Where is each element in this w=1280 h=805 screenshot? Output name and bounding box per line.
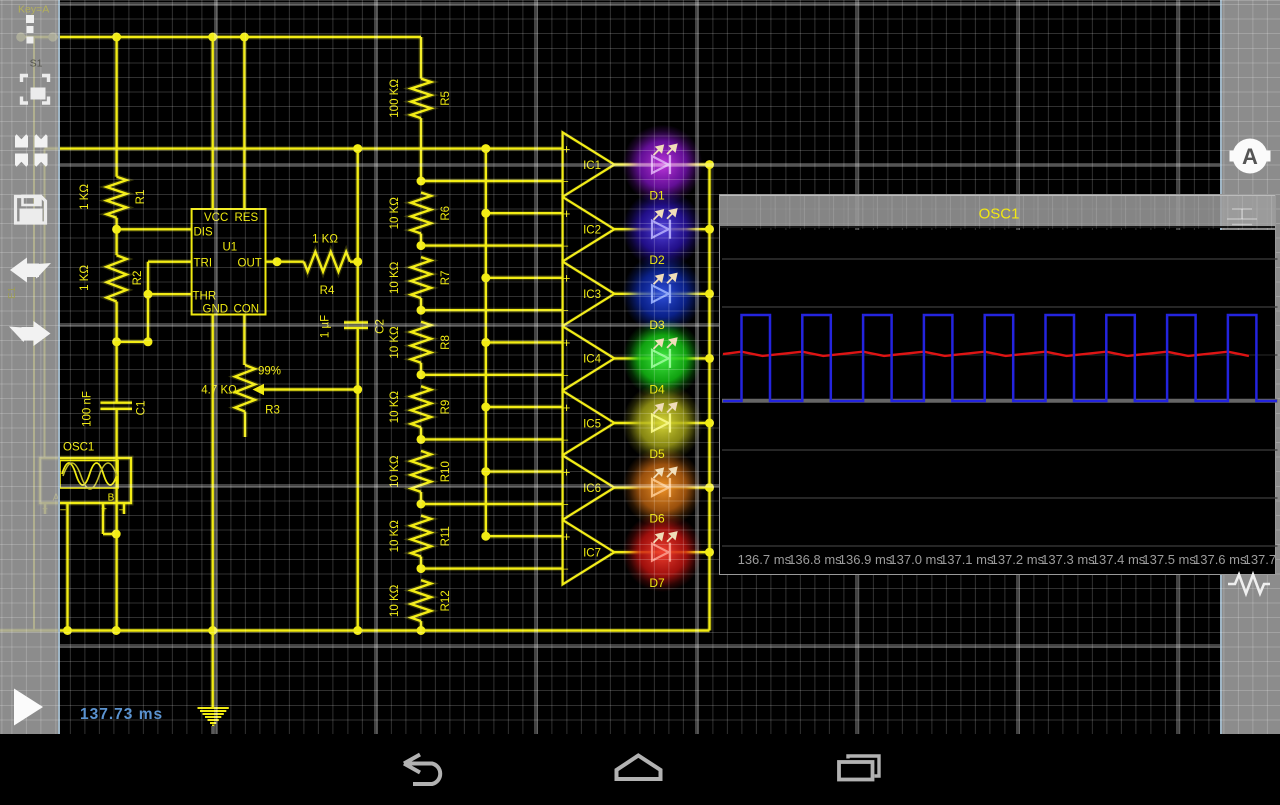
- svg-text:+: +: [101, 505, 107, 516]
- svg-text:137.3 ms: 137.3 ms: [1041, 552, 1095, 567]
- svg-text:IC6: IC6: [583, 483, 601, 495]
- svg-text:IC3: IC3: [583, 289, 601, 301]
- svg-text:R6: R6: [440, 206, 452, 221]
- svg-text:D1: D1: [649, 189, 665, 203]
- svg-text:DIS: DIS: [194, 227, 214, 239]
- svg-text:10 KΩ: 10 KΩ: [389, 455, 401, 488]
- svg-text:+: +: [563, 271, 571, 286]
- svg-text:10 KΩ: 10 KΩ: [389, 261, 401, 294]
- svg-text:U1: U1: [223, 242, 238, 254]
- svg-text:IC5: IC5: [583, 418, 601, 430]
- svg-text:100 KΩ: 100 KΩ: [389, 79, 401, 118]
- svg-text:RES: RES: [235, 212, 259, 224]
- svg-text:IC4: IC4: [583, 354, 602, 366]
- svg-text:IC1: IC1: [583, 160, 601, 172]
- svg-text:S1: S1: [30, 58, 43, 70]
- svg-text:4.7 KΩ: 4.7 KΩ: [201, 385, 237, 397]
- svg-text:R10: R10: [440, 461, 452, 482]
- svg-text:OSC1: OSC1: [979, 205, 1020, 222]
- svg-text:–: –: [60, 505, 66, 516]
- svg-text:137.2 ms: 137.2 ms: [991, 552, 1045, 567]
- svg-text:+: +: [563, 141, 571, 156]
- svg-text:CON: CON: [234, 304, 260, 316]
- svg-text:137.6 ms: 137.6 ms: [1193, 552, 1247, 567]
- svg-text:E1: E1: [7, 286, 18, 299]
- svg-text:TRI: TRI: [194, 257, 213, 269]
- svg-text:1 KΩ: 1 KΩ: [79, 184, 91, 210]
- svg-text:137.4 ms: 137.4 ms: [1092, 552, 1146, 567]
- svg-text:1 KΩ: 1 KΩ: [312, 234, 338, 246]
- svg-text:R8: R8: [440, 335, 452, 350]
- svg-text:Key=A: Key=A: [18, 4, 49, 16]
- svg-text:OSC1: OSC1: [63, 442, 94, 454]
- svg-text:B: B: [108, 493, 115, 504]
- svg-text:137.7 ms: 137.7 ms: [1244, 552, 1278, 567]
- svg-text:99%: 99%: [258, 366, 281, 378]
- svg-text:10 KΩ: 10 KΩ: [389, 584, 401, 617]
- svg-text:THR: THR: [193, 291, 217, 303]
- svg-text:137.1 ms: 137.1 ms: [940, 552, 994, 567]
- svg-text:R11: R11: [440, 526, 452, 546]
- svg-text:+: +: [563, 206, 571, 221]
- svg-text:1 µF: 1 µF: [320, 315, 332, 338]
- svg-text:–: –: [562, 434, 569, 446]
- svg-text:–: –: [562, 176, 569, 188]
- svg-text:C2: C2: [375, 319, 387, 334]
- svg-text:–: –: [562, 369, 569, 381]
- svg-text:C1: C1: [136, 401, 148, 416]
- svg-text:137.0 ms: 137.0 ms: [889, 552, 943, 567]
- svg-text:–: –: [562, 563, 569, 575]
- svg-text:R1: R1: [135, 190, 147, 205]
- svg-text:D3: D3: [649, 318, 665, 332]
- svg-text:R9: R9: [440, 400, 452, 415]
- svg-text:A: A: [1242, 144, 1258, 169]
- svg-text:GND: GND: [203, 304, 229, 316]
- svg-text:10 KΩ: 10 KΩ: [389, 520, 401, 553]
- svg-text:R7: R7: [440, 271, 452, 286]
- svg-text:10 KΩ: 10 KΩ: [389, 326, 401, 359]
- svg-text:D5: D5: [649, 447, 665, 461]
- svg-text:+: +: [563, 464, 571, 479]
- svg-text:136.7 ms: 136.7 ms: [738, 552, 792, 567]
- svg-text:–: –: [119, 505, 125, 516]
- svg-text:IC2: IC2: [583, 225, 601, 237]
- svg-text:–: –: [562, 305, 569, 317]
- svg-text:137.5 ms: 137.5 ms: [1142, 552, 1196, 567]
- svg-text:R5: R5: [440, 91, 452, 106]
- svg-text:D2: D2: [649, 253, 665, 267]
- svg-text:R3: R3: [265, 405, 280, 417]
- svg-text:D4: D4: [649, 382, 665, 396]
- svg-text:+: +: [563, 529, 571, 544]
- svg-text:100 nF: 100 nF: [82, 391, 94, 427]
- svg-text:10 KΩ: 10 KΩ: [389, 391, 401, 424]
- svg-text:+: +: [563, 335, 571, 350]
- svg-text:136.9 ms: 136.9 ms: [839, 552, 893, 567]
- svg-text:–: –: [562, 499, 569, 511]
- svg-text:R12: R12: [440, 590, 452, 611]
- svg-text:136.8 ms: 136.8 ms: [788, 552, 842, 567]
- svg-text:D6: D6: [649, 512, 665, 526]
- svg-text:+: +: [563, 400, 571, 415]
- svg-text:IC7: IC7: [583, 548, 601, 560]
- svg-text:VCC: VCC: [204, 212, 228, 224]
- svg-text:137.73 ms: 137.73 ms: [80, 706, 163, 723]
- svg-text:1 KΩ: 1 KΩ: [79, 265, 91, 291]
- svg-text:R4: R4: [320, 285, 335, 297]
- svg-text:OUT: OUT: [238, 257, 262, 269]
- svg-text:–: –: [562, 240, 569, 252]
- svg-text:D7: D7: [649, 576, 665, 590]
- svg-text:R2: R2: [132, 271, 144, 286]
- svg-text:10 KΩ: 10 KΩ: [389, 197, 401, 230]
